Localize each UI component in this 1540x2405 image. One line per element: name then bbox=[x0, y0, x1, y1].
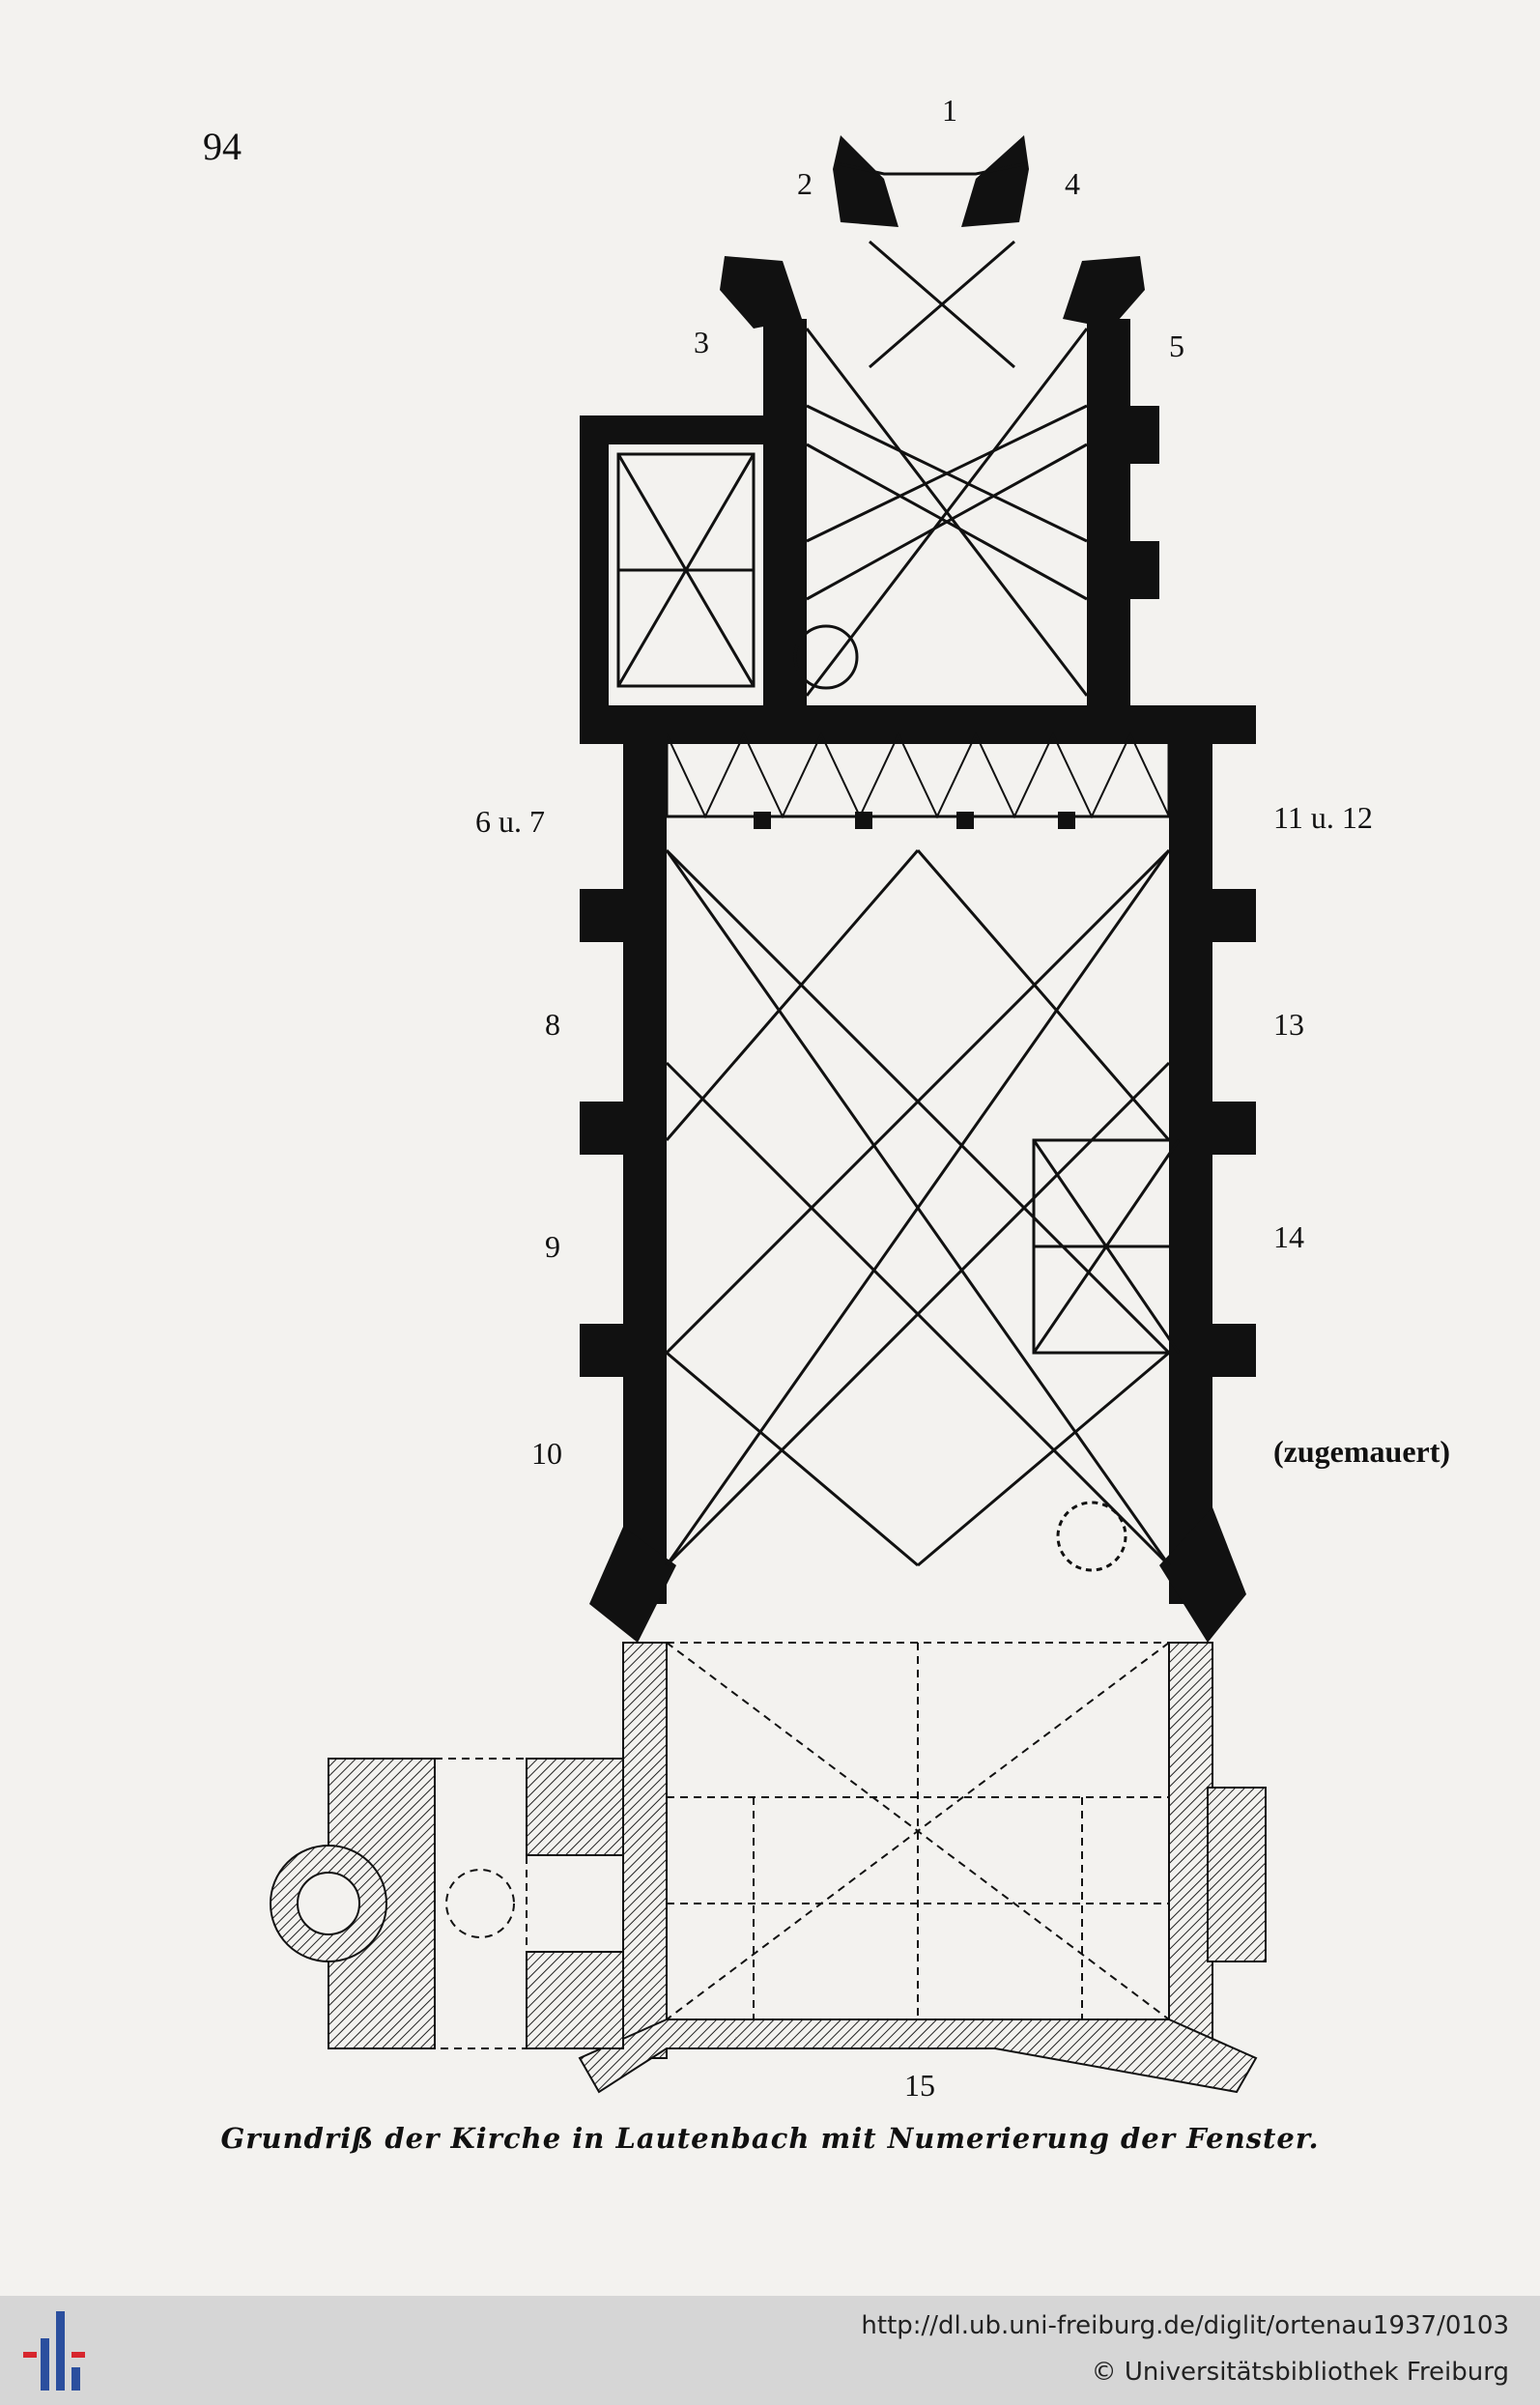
window-label-3: 3 bbox=[694, 325, 709, 359]
page-number: 94 bbox=[203, 125, 242, 168]
window-label-10: 10 bbox=[531, 1436, 562, 1471]
figure-caption: Grundriß der Kirche in Lautenbach mit Nu… bbox=[220, 2122, 1320, 2155]
nave-vault bbox=[665, 848, 1181, 1572]
window-label-4: 4 bbox=[1065, 166, 1080, 201]
window-label-6-7: 6 u. 7 bbox=[475, 804, 545, 839]
window-label-zugemauert: (zugemauert) bbox=[1273, 1434, 1451, 1469]
window-label-1: 1 bbox=[942, 93, 957, 128]
window-label-11-12: 11 u. 12 bbox=[1273, 800, 1373, 835]
window-label-5: 5 bbox=[1169, 329, 1184, 363]
window-label-8: 8 bbox=[545, 1007, 560, 1042]
rood-screen bbox=[665, 731, 1171, 829]
window-label-2: 2 bbox=[797, 166, 813, 201]
library-footer: http://dl.ub.uni-freiburg.de/diglit/orte… bbox=[0, 2296, 1540, 2405]
choir-vault bbox=[616, 162, 1089, 697]
permalink[interactable]: http://dl.ub.uni-freiburg.de/diglit/orte… bbox=[861, 2311, 1509, 2340]
scanned-page: 94 bbox=[203, 93, 1451, 2155]
university-library-logo bbox=[23, 2311, 85, 2391]
nave-walls bbox=[580, 734, 1256, 1643]
west-extension bbox=[270, 1642, 1267, 2094]
church-floor-plan bbox=[270, 135, 1267, 2094]
window-label-13: 13 bbox=[1273, 1007, 1304, 1042]
window-label-14: 14 bbox=[1273, 1219, 1304, 1254]
window-label-15: 15 bbox=[904, 2068, 935, 2103]
copyright-notice: © Universitätsbibliothek Freiburg bbox=[1091, 2358, 1509, 2387]
window-label-9: 9 bbox=[545, 1229, 560, 1264]
choir-walls bbox=[580, 135, 1256, 744]
